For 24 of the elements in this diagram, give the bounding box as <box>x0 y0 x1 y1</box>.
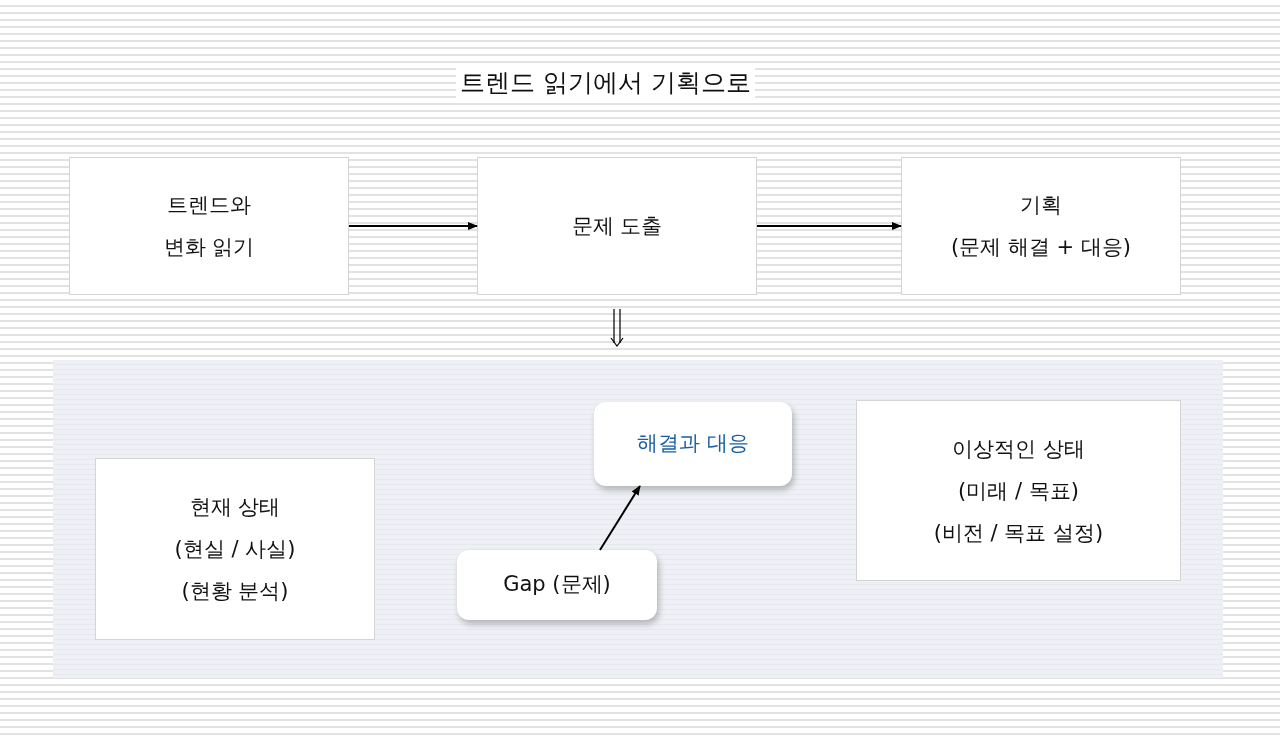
panel-background <box>53 360 1223 678</box>
arrow <box>348 222 478 230</box>
arrow <box>599 485 641 551</box>
node-text: Gap (문제) <box>503 571 611 599</box>
node-text: 이상적인 상태 <box>952 435 1085 463</box>
gap-card <box>457 550 657 620</box>
process-box <box>477 157 757 295</box>
node-text: (문제 해결 + 대응) <box>951 234 1131 261</box>
double-arrow <box>610 308 624 347</box>
state-box <box>95 458 375 640</box>
node-text: 문제 도출 <box>571 213 663 240</box>
state-box <box>856 400 1181 581</box>
node-text: 트렌드와 변화 읽기 <box>162 192 256 261</box>
node-text: 기획 <box>1020 192 1062 219</box>
solution-card <box>594 402 792 486</box>
node-text: 현재 상태 <box>189 494 281 521</box>
process-box <box>69 157 349 295</box>
process-box <box>901 157 1181 295</box>
node-text: 해결과 대응 <box>637 430 749 458</box>
node-text: (미래 / 목표) <box>958 477 1079 505</box>
node-text: (현실 / 사실) <box>174 536 296 563</box>
node-text: (비전 / 목표 설정) <box>933 519 1104 547</box>
node-text: (현황 분석) <box>181 578 289 605</box>
arrow <box>756 222 902 230</box>
